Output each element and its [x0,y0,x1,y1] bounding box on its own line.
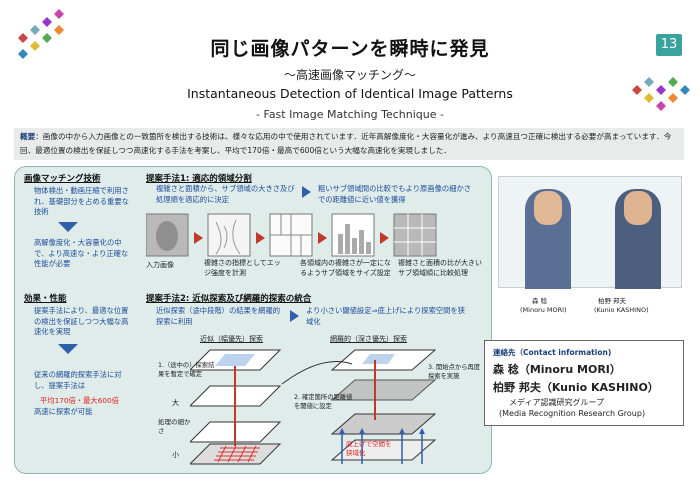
step-3: 3. 開始点から再度探索を実施 [428,364,481,380]
arrow-right-icon [302,186,311,198]
person-2-face [624,191,652,225]
axis-label: 処理の細かさ [158,418,191,435]
contact-person-2: 柏野 邦夫（Kunio KASHINO） [493,381,659,394]
label-approx-search: 近似（幅優先）探索 [200,335,263,343]
section-title-matching: 画像マッチング技術 [24,174,101,184]
contact-group-en: (Media Recognition Research Group) [499,409,646,418]
overview-text: ：画像の中から入力画像との一致箇所を検出する技術は、様々な応用の中で使用されてい… [20,132,672,155]
arrow-down-icon [58,344,78,354]
axis-large: 大 [172,399,179,407]
page-title: 同じ画像パターンを瞬時に発見 [210,38,490,60]
matching-text-2: 高解像度化・大容量化の中で、より高速な・より正確な性能が必要 [34,238,129,268]
arrow-right-icon [380,232,389,244]
caption-input: 入力画像 [146,261,174,269]
person1-name: 森 稔 [532,297,548,305]
subtitle-en-technique: - Fast Image Matching Technique - [256,108,444,121]
arrow-right-icon [194,232,203,244]
step-1: 1.（途中の）探索結果を暫定で確定 [158,362,215,378]
matching-text-1: 物体検出・動画圧縮で利用され、基礎部分を占める重要な技術 [34,186,129,216]
method2-desc-right: より小さい閾値設定⇒底上げにより探索空間を狭域化 [306,306,466,326]
contact-label: 連絡先（Contact information) [493,348,612,357]
decoration-top-left [18,9,64,59]
caption-size: 各領域内の複雑さが一定になるようサブ領域をサイズ設定 [300,259,391,277]
person1-romaji: (Minoru MORI) [520,306,567,314]
bottom-note: 底上げで空間を狭域化 [346,440,392,457]
person2-name: 柏野 邦夫 [598,297,627,305]
overview-label: 概要 [20,132,36,141]
arrow-right-icon [256,232,265,244]
subtitle-ja: 〜高速画像マッチング〜 [283,68,416,82]
arrow-right-icon [318,232,327,244]
overview-box: 概要：画像の中から入力画像との一致箇所を検出する技術は、様々な応用の中で使用され… [14,128,684,160]
contact-person-1: 森 稔（Minoru MORI） [493,363,621,376]
caption-edge: 複雑さの指標としてエッジ強度を計測 [204,259,281,277]
section-title-effect: 効果・性能 [24,294,67,304]
effect-text-1: 提案手法により、最適な位置の検出を保証しつつ大幅な高速化を実現 [34,306,129,336]
person-1-face [534,191,562,225]
method1-desc-right: 粗いサブ領域間の比較でもより原画像の細かさでの距離値に近い値を獲得 [318,184,472,204]
effect-highlight: 平均170倍・最大600倍 [40,396,119,405]
people-photo [498,176,682,289]
method1-title: 提案手法1: 適応的領域分割 [146,174,252,184]
contact-box: 連絡先（Contact information) 森 稔（Minoru MORI… [484,340,684,426]
method2-desc-left: 近似探索（途中段階）の結果を網羅的探索に利用 [156,306,281,326]
contact-group-ja: メディア認識研究グループ [509,398,604,407]
caption-ratio: 複雑さと面積の比が大きいサブ領域順に比較処理 [398,259,482,277]
method2-title: 提案手法2: 近似探索及び網羅的探索の統合 [146,294,312,304]
page-number: 13 [656,34,682,56]
search-diagram [190,349,437,465]
step-2: 2. 確定箇所の距離値を閾値に設定 [294,394,353,410]
effect-text-3: 高速に探索が可能 [34,407,93,416]
grid-image [393,213,437,257]
arrow-down-icon [58,222,78,232]
arrow-right-icon [290,310,299,322]
subtitle-en: Instantaneous Detection of Identical Ima… [187,86,513,101]
label-exhaustive-search: 網羅的（深さ優先）探索 [330,335,407,343]
method1-images [146,213,437,257]
person2-romaji: (Kunio KASHINO) [594,306,649,314]
effect-text-2: 従来の網羅的探索手法に対し、提案手法は [34,370,122,390]
decoration-bottom-right [632,77,690,111]
axis-small: 小 [172,451,179,459]
edge-image [207,213,251,257]
method1-desc-left: 複雑さと面積から、サブ領域の大きさ及び処理順を適応的に決定 [156,184,295,204]
